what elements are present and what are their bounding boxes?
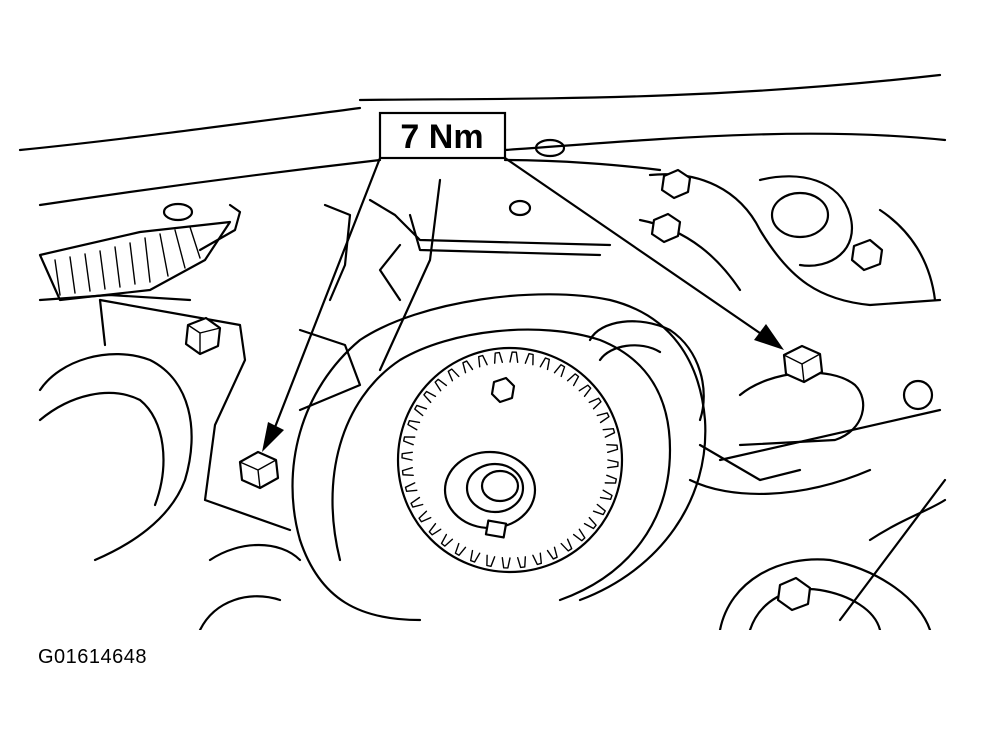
- target-bolt-left: [238, 450, 280, 490]
- arrow-icon: [754, 324, 784, 350]
- sprocket-tooth: [423, 390, 437, 404]
- sprocket-tooth: [501, 556, 511, 569]
- sprocket-tooth: [553, 364, 566, 378]
- sprocket-tooth: [539, 357, 551, 371]
- bolt-icon: [850, 238, 884, 272]
- sprocket-tooth: [604, 474, 618, 484]
- callout-leaders: [262, 156, 784, 452]
- sprocket-tooth: [447, 368, 460, 382]
- sprocket-tooth: [401, 466, 414, 477]
- sprocket-tooth: [434, 378, 448, 392]
- bracket-bolt-upper: [184, 316, 222, 356]
- sprocket-tooth: [414, 404, 428, 417]
- sprocket-tooth: [566, 373, 580, 387]
- sprocket-teeth: [401, 351, 619, 569]
- leader-line-right: [503, 156, 772, 342]
- sprocket-tooth: [572, 528, 586, 542]
- right-upper-bracket: [638, 168, 942, 411]
- left-idler-pulley: [38, 298, 292, 562]
- sprocket-tooth: [606, 459, 619, 469]
- right-tensioner: [588, 320, 942, 496]
- sprocket-tooth: [602, 427, 616, 438]
- timing-belt-diagram: 7 Nm: [18, 73, 947, 630]
- sprocket-tooth: [583, 516, 597, 530]
- sprocket-tooth: [606, 443, 619, 454]
- sprocket-tooth: [401, 451, 414, 461]
- engine-block-lines: [198, 178, 612, 630]
- upper-cover-outline: [18, 73, 947, 222]
- sprocket-tooth: [407, 419, 421, 431]
- target-bolt-right: [782, 344, 824, 384]
- sprocket-tooth: [462, 360, 474, 374]
- crank-sprocket: [396, 346, 624, 574]
- sprocket-tooth: [599, 489, 613, 501]
- lower-right-pulley: [718, 478, 947, 630]
- cover-hole: [508, 199, 532, 217]
- sprocket-tooth: [509, 351, 519, 364]
- sprocket-tooth: [493, 351, 504, 364]
- sprocket-tooth: [477, 354, 488, 368]
- sprocket-icon: [396, 346, 624, 574]
- sprocket-tooth: [588, 397, 602, 410]
- cover-hole: [534, 138, 566, 158]
- bolt-icon: [184, 316, 222, 356]
- sprocket-tooth: [402, 436, 416, 446]
- figure-id: G01614648: [38, 646, 148, 668]
- torque-callout: 7 Nm: [378, 111, 507, 160]
- sprocket-tooth: [524, 352, 534, 366]
- sprocket-tooth: [440, 533, 454, 547]
- sprocket-tooth: [578, 384, 592, 398]
- bolt-icon: [776, 576, 812, 612]
- sprocket-tooth: [532, 552, 543, 566]
- arrow-icon: [262, 422, 284, 452]
- bolt-icon: [660, 168, 692, 200]
- sprocket-tooth: [469, 549, 481, 563]
- bolt-icon: [650, 212, 682, 244]
- sprocket-tooth: [516, 556, 527, 569]
- sprocket-tooth: [596, 412, 610, 424]
- sensor-bracket: [38, 203, 242, 302]
- sprocket-tooth: [404, 482, 418, 493]
- sprocket-tooth: [592, 503, 606, 516]
- sprocket-tooth: [560, 538, 573, 552]
- keyway: [484, 519, 508, 539]
- sprocket-tooth: [418, 510, 432, 523]
- timing-belt: [291, 293, 707, 622]
- bolt-icon: [490, 376, 516, 404]
- cover-hole: [162, 202, 194, 222]
- sprocket-tooth: [486, 554, 496, 568]
- torque-callout-text: 7 Nm: [400, 118, 483, 156]
- sprocket-tooth: [454, 542, 467, 556]
- sprocket-tooth: [410, 496, 424, 508]
- sprocket-tooth: [428, 522, 442, 536]
- leader-line-left: [268, 156, 382, 442]
- sprocket-tooth: [546, 546, 558, 560]
- torque-callout-box: [378, 111, 507, 160]
